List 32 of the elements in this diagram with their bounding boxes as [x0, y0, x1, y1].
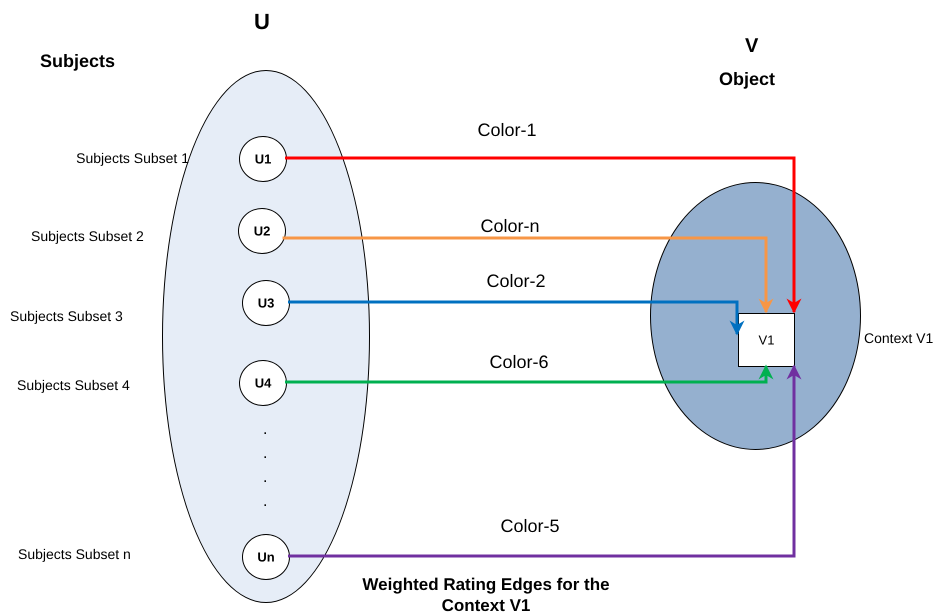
- subject-circle: [242, 280, 290, 326]
- subset-label: Subjects Subset n: [18, 547, 131, 561]
- arrow: [282, 236, 774, 314]
- set-heading: U: [254, 8, 270, 35]
- ellipsis-dot: .: [263, 422, 268, 438]
- group-label: Subjects: [40, 52, 116, 70]
- subject-circle: [239, 136, 287, 182]
- arrow: [285, 364, 774, 384]
- ellipsis-dot: .: [263, 446, 268, 462]
- node-label: U4: [254, 376, 272, 390]
- ellipsis-dot: .: [263, 494, 268, 510]
- subset-label: Subjects Subset 3: [10, 309, 123, 323]
- object-box: [738, 313, 795, 367]
- set-heading: Object: [719, 70, 776, 88]
- subset-label: Subjects Subset 4: [17, 378, 130, 392]
- subset-label: Subjects Subset 2: [31, 229, 144, 243]
- arrow: [288, 300, 744, 336]
- node-label: V1: [758, 332, 774, 348]
- set-heading: V: [745, 36, 758, 56]
- subject-circle: [242, 534, 290, 580]
- ellipsis-dot: .: [263, 470, 268, 486]
- node-label: U1: [254, 152, 272, 166]
- node-label: U2: [254, 224, 270, 238]
- subset-label: Subjects Subset 1: [76, 149, 189, 167]
- arrow: [285, 156, 802, 314]
- arrow: [288, 364, 802, 558]
- subject-circle: [238, 208, 286, 254]
- subset-label: Context V1: [864, 329, 934, 347]
- caption: Weighted Rating Edges for the Context V1: [361, 574, 611, 615]
- node-label: Un: [257, 550, 275, 564]
- node-label: U3: [258, 296, 274, 310]
- subject-circle: [239, 360, 287, 406]
